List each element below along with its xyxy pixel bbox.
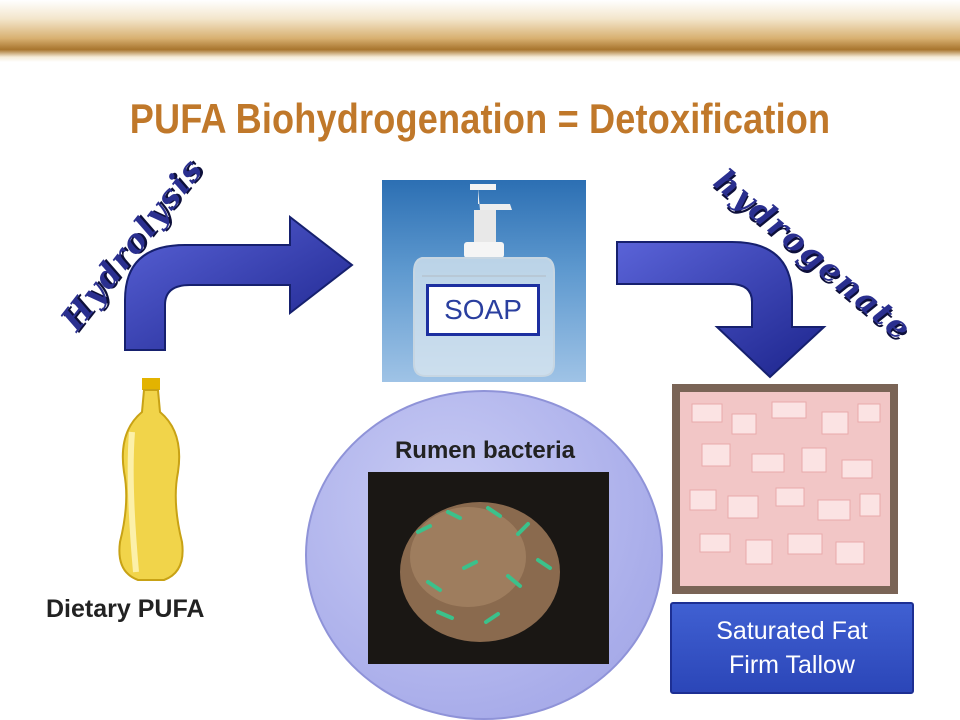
slide-title: PUFA Biohydrogenation = Detoxification: [129, 95, 831, 142]
soap-bottle-image: [382, 180, 586, 382]
tallow-image: [672, 384, 898, 594]
dietary-pufa-label: Dietary PUFA: [46, 595, 205, 623]
oil-bottle-image: [72, 372, 236, 586]
saturated-fat-line: Saturated Fat: [716, 617, 868, 645]
saturated-fat-box: Saturated Fat Firm Tallow: [670, 602, 914, 694]
arrow-up-right-icon: [124, 214, 354, 351]
rumen-bacteria-label: Rumen bacteria: [394, 437, 576, 464]
arrow-down-right-icon: [616, 241, 827, 379]
header-bar: [0, 0, 960, 62]
bacteria-image: [368, 472, 609, 664]
firm-tallow-line: Firm Tallow: [729, 651, 855, 679]
soap-label: SOAP: [426, 284, 540, 336]
